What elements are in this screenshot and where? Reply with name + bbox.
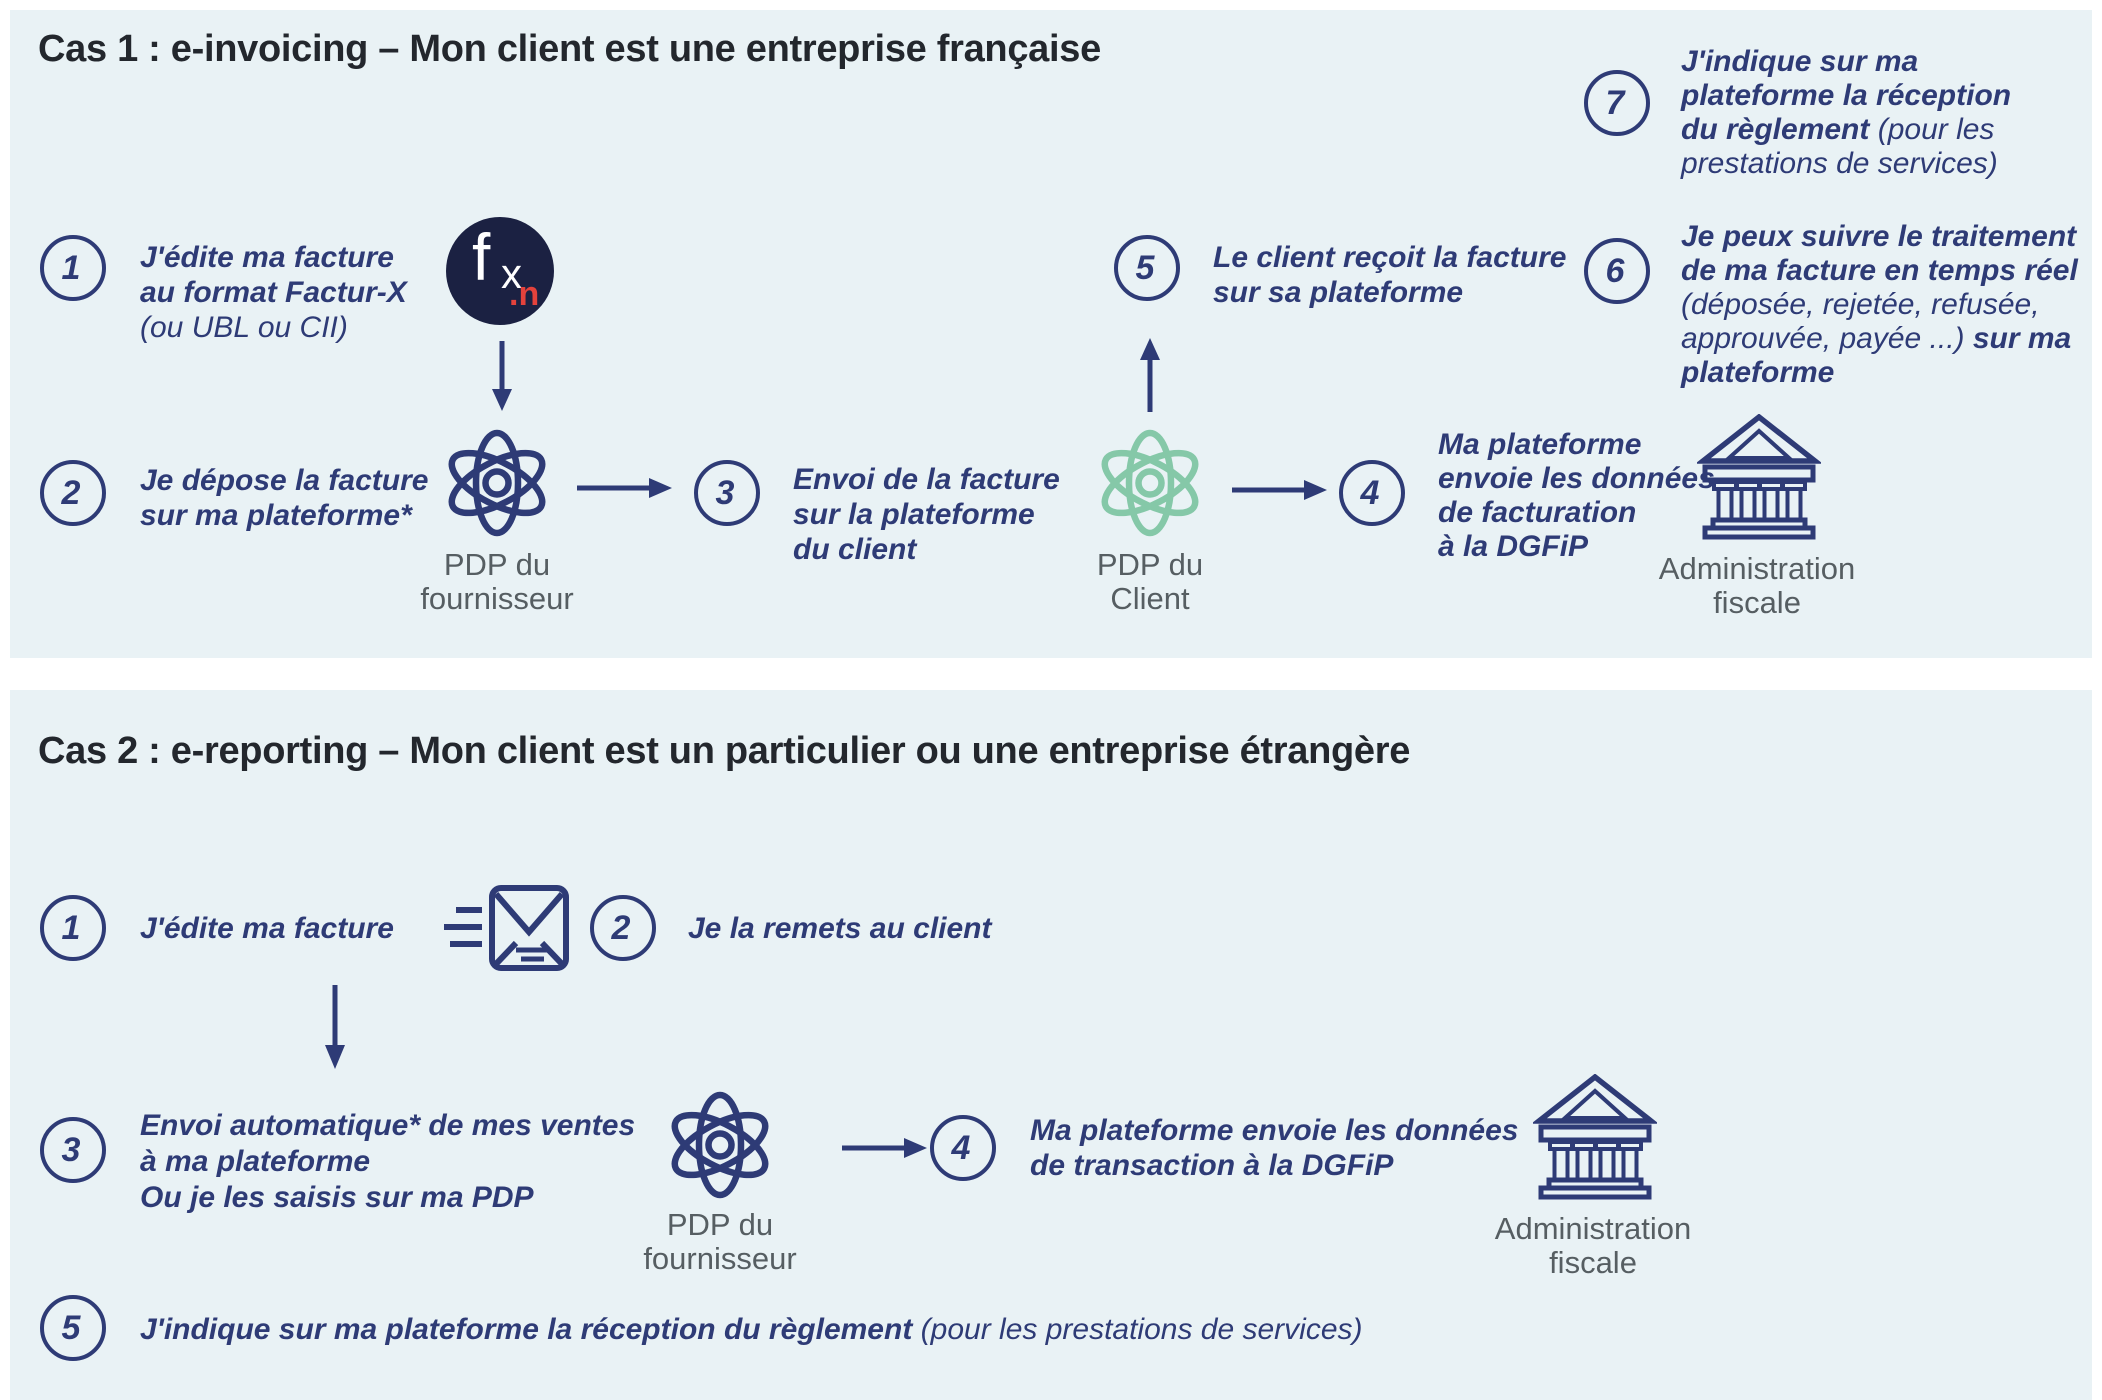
bank-icon [1533,1074,1657,1200]
arrow-right-icon [577,478,672,498]
admin-fiscale-caption: Administration fiscale [1658,551,1856,620]
cas1-step7-number: 7 [1605,83,1625,122]
cas1-step7-bold: J'indique sur ma plateforme la réception… [1681,45,2012,146]
cas1-step2-number: 2 [61,473,81,512]
cas2-step5-number: 5 [61,1308,81,1347]
cas2-step5-bold: J'indique sur ma plateforme la réception… [140,1313,921,1346]
cas1-step1-note: (ou UBL ou CII) [140,311,348,344]
cas1-step7-circle: 7 [1584,70,1650,136]
cas1-step1-number: 1 [61,248,81,287]
cas1-step6-circle: 6 [1584,238,1650,304]
arrow-right-icon [1232,480,1327,500]
arrow-right-icon [842,1138,927,1158]
cas1-step2-text: Je dépose la facture sur ma plateforme* [140,463,428,533]
cas1-step4-number: 4 [1360,473,1380,512]
cas2-title: Cas 2 : e-reporting – Mon client est un … [38,730,1411,772]
cas2-step2-text: Je la remets au client [688,911,992,946]
cas1-step1-bold: J'édite ma facture au format Factur-X [140,241,407,309]
cas1-step1-circle: 1 [40,235,106,301]
cas1-step5-bold: Le client reçoit la facture sur sa plate… [1213,241,1567,309]
pdp-supplier-atom-icon [671,1091,769,1199]
cas2-panel [10,690,2092,1400]
cas2-step1-circle: 1 [40,895,106,961]
facturx-logo-f: f [472,220,491,294]
admin-fiscale-caption: Administration fiscale [1494,1211,1692,1280]
cas1-step6-bold2: sur ma plateforme [1681,322,2072,389]
cas1-step7-text: J'indique sur ma plateforme la réception… [1681,45,2053,181]
cas2-step3-bold: Envoi automatique* de mes ventes à ma pl… [140,1109,636,1214]
cas2-step5-note: (pour les prestations de services) [920,1313,1363,1346]
cas1-step6-note: (déposée, rejetée, refusée, approuvée, p… [1681,288,2040,355]
cas1-step5-number: 5 [1135,248,1155,287]
cas2-step2-circle: 2 [590,895,656,961]
cas2-step2-bold: Je la remets au client [688,912,992,945]
cas2-step3-number: 3 [61,1130,81,1169]
cas2-step4-text: Ma plateforme envoie les données de tran… [1030,1113,1518,1183]
facturx-logo-dn: .n [509,275,540,313]
cas1-step7-note: (pour les prestations de services) [1681,113,1998,180]
cas1-step5-text: Le client reçoit la facture sur sa plate… [1213,240,1566,310]
pdp-supplier-caption: PDP du fournisseur [643,1207,797,1276]
cas1-step4-circle: 4 [1339,460,1405,526]
pdp-client-atom-icon [1101,429,1199,537]
cas2-step5-text: J'indique sur ma plateforme la réception… [140,1312,1363,1347]
cas1-step3-circle: 3 [694,460,760,526]
facturx-logo: f x .n [446,217,554,325]
cas1-step6-number: 6 [1605,251,1625,290]
cas1-step4-bold: Ma plateforme envoie les données de fact… [1438,428,1715,563]
cas1-step1-text: J'édite ma facture au format Factur-X(ou… [140,240,407,345]
cas2-step5-circle: 5 [40,1295,106,1361]
arrow-down-icon [325,985,345,1069]
arrow-up-icon [1140,338,1160,412]
cas2-step4-number: 4 [951,1128,971,1167]
facturx-logo-x: x [501,250,522,297]
cas2-step3-text: Envoi automatique* de mes ventes à ma pl… [140,1108,635,1216]
cas1-step3-number: 3 [715,473,735,512]
pdp-supplier-atom-icon [448,429,546,537]
cas1-step5-circle: 5 [1114,235,1180,301]
cas1-step3-text: Envoi de la facture sur la plateforme du… [793,462,1060,567]
envelope-icon [444,885,569,971]
cas2-step4-circle: 4 [930,1115,996,1181]
cas2-step4-bold: Ma plateforme envoie les données de tran… [1030,1114,1519,1182]
cas2-step2-number: 2 [611,908,631,947]
arrow-down-icon [492,341,512,411]
cas1-step4-text: Ma plateforme envoie les données de fact… [1438,428,1715,564]
cas1-panel [10,10,2092,658]
bank-icon [1697,414,1821,540]
cas1-step2-bold: Je dépose la facture sur ma plateforme* [140,464,429,532]
cas1-step6-bold1: Je peux suivre le traitement de ma factu… [1681,220,2078,287]
pdp-supplier-caption: PDP du fournisseur [420,547,574,616]
cas1-step2-circle: 2 [40,460,106,526]
cas1-title: Cas 1 : e-invoicing – Mon client est une… [38,28,1101,70]
cas1-step3-bold: Envoi de la facture sur la plateforme du… [793,463,1060,566]
cas2-step1-bold: J'édite ma facture [140,912,394,945]
cas2-step1-text: J'édite ma facture [140,911,394,946]
cas2-step3-circle: 3 [40,1117,106,1183]
pdp-client-caption: PDP du Client [1096,547,1204,616]
cas1-step6-text: Je peux suivre le traitement de ma factu… [1681,220,2102,390]
cas2-step1-number: 1 [61,908,81,947]
